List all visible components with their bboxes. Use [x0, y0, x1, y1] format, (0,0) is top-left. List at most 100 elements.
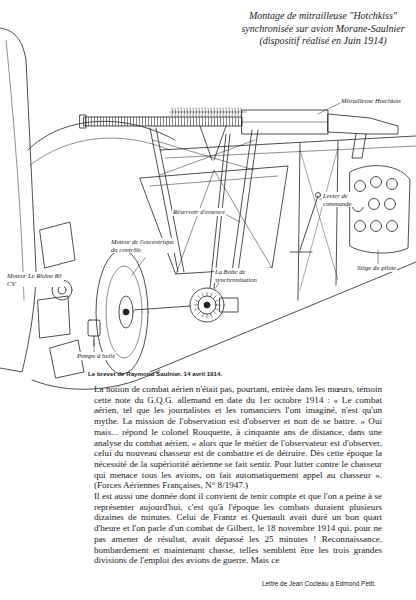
fuel-tank	[176, 170, 272, 274]
synchronisation-box	[195, 308, 199, 310]
machine-gun	[172, 108, 174, 116]
synchronisation-box	[190, 288, 224, 322]
pilot-seat	[387, 179, 398, 190]
synchronisation-box	[210, 293, 212, 297]
machine-gun	[352, 134, 366, 158]
synchronisation-box	[198, 296, 216, 314]
machine-gun	[223, 108, 225, 116]
part-label: Moteur de l'excentrique du contrôle	[110, 238, 176, 253]
synchronisation-box	[207, 314, 208, 318]
fuel-tank	[140, 166, 288, 274]
cowling	[28, 121, 175, 389]
machine-gun	[181, 108, 183, 116]
synchronisation-box	[215, 308, 219, 310]
cabane-struts	[232, 130, 252, 272]
machine-gun	[235, 108, 237, 116]
machine-gun	[229, 108, 231, 116]
cowling	[30, 138, 170, 165]
machine-gun	[242, 110, 328, 134]
machine-gun	[199, 108, 201, 116]
part-label: Pompe à huile	[76, 352, 116, 360]
body-paragraph: La notion de combat aérien n'était pas, …	[94, 384, 382, 491]
machine-gun	[200, 126, 212, 160]
synchronisation-box	[195, 300, 199, 302]
figure-caption: Le brevet de Raymond Saulnier. 14 avril …	[88, 370, 222, 377]
fuselage-frame	[298, 143, 300, 300]
pilot-seat	[350, 166, 410, 254]
machine-gun	[211, 108, 213, 116]
machine-gun	[214, 108, 216, 116]
cam-disc	[123, 309, 129, 315]
machine-gun	[80, 108, 398, 160]
cam-disc	[119, 296, 133, 328]
propeller	[0, 28, 36, 372]
machine-gun	[217, 108, 219, 116]
illustration-title: Montage de mitrailleuse "Hotchkiss" sync…	[240, 10, 406, 48]
synchronisation-box	[202, 293, 204, 297]
pilot-seat	[355, 181, 366, 192]
part-label: Réservoir d'essence	[172, 208, 226, 216]
synchronisation-box	[194, 305, 198, 306]
fuselage-frame	[165, 146, 416, 158]
footer-note: Lettre de Jean Cocteau à Edmond Petit.	[262, 580, 376, 587]
pilot-seat	[371, 177, 382, 188]
synchronisation-box	[220, 298, 238, 312]
cabane-struts	[153, 140, 254, 170]
machine-gun	[242, 122, 328, 123]
control-lever	[316, 193, 321, 198]
machine-gun	[208, 108, 210, 116]
cam-disc	[106, 266, 142, 358]
part-label: Levier de commande	[322, 192, 366, 207]
pilot-seat	[385, 199, 396, 210]
part-label: Moteur Le Rhône 80 CV	[6, 272, 64, 287]
machine-gun	[220, 108, 222, 116]
synchronisation-box	[210, 313, 212, 317]
part-label: Siège du pilote	[356, 264, 397, 272]
machine-gun	[184, 108, 186, 116]
machine-gun	[205, 108, 207, 116]
leader-lines	[52, 103, 378, 352]
fuselage-frame	[336, 141, 338, 285]
machine-gun	[172, 108, 242, 116]
machine-gun	[190, 108, 192, 116]
synchronisation-box	[202, 313, 204, 317]
control-lever	[290, 252, 312, 253]
leader-lines	[378, 250, 379, 264]
machine-gun	[84, 117, 242, 126]
part-label: La Boîte de synchronisation	[214, 268, 278, 283]
machine-gun	[238, 108, 240, 116]
synchronisation-box	[215, 300, 219, 302]
machine-gun	[170, 112, 246, 113]
pilot-seat	[355, 221, 366, 232]
leader-lines	[94, 340, 95, 352]
machine-gun	[328, 114, 398, 134]
machine-gun	[226, 108, 228, 116]
rotary-engine	[40, 222, 75, 268]
machine-gun	[232, 108, 234, 116]
machine-gun	[178, 108, 180, 116]
propeller	[0, 28, 36, 372]
control-lever	[290, 193, 321, 253]
oil-pump	[88, 320, 100, 336]
leader-lines	[132, 258, 145, 275]
synchronisation-box	[190, 288, 238, 322]
leader-lines	[318, 103, 340, 114]
synchronisation-box	[198, 311, 201, 314]
fuselage-frame	[300, 148, 338, 290]
synchronisation-rod	[134, 306, 190, 310]
propeller	[6, 40, 24, 300]
rotary-engine	[38, 296, 70, 338]
synchronisation-box	[198, 296, 201, 299]
machine-gun	[193, 108, 195, 116]
leader-lines	[225, 214, 240, 222]
synchronisation-box	[213, 311, 216, 314]
machine-gun	[80, 115, 86, 128]
fuel-tank	[140, 166, 288, 274]
pilot-seat	[387, 221, 398, 232]
pilot-seat	[350, 166, 410, 254]
synchronisation-box	[207, 292, 208, 296]
control-lever	[300, 196, 318, 250]
synchronisation-box	[204, 302, 210, 308]
machine-gun	[187, 108, 189, 116]
